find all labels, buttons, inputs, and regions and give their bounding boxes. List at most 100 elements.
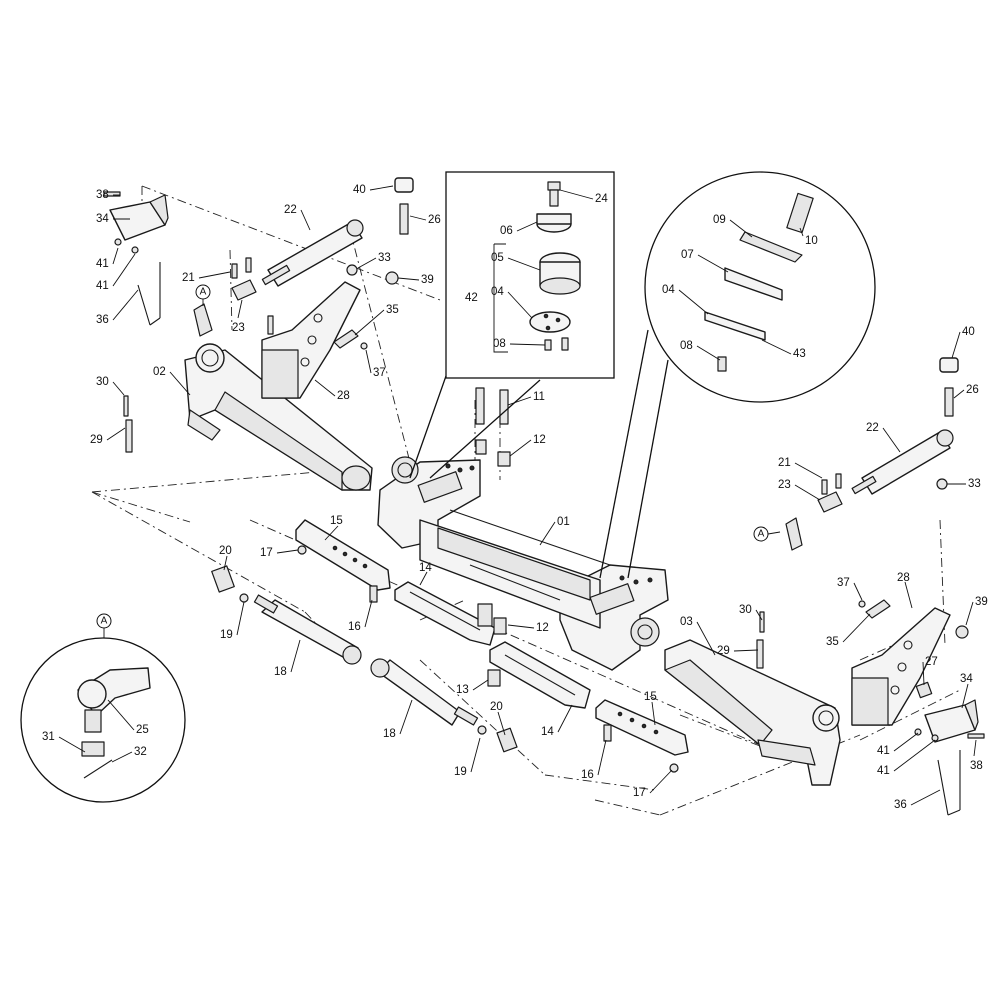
tie-rod-15-lower [595, 699, 689, 756]
part-label-p19a: 19 [220, 629, 233, 641]
leader-line-p41b [112, 253, 136, 287]
hydraulic-cylinder-18-lower [370, 658, 479, 726]
leader-line-p04b [678, 289, 709, 315]
part-label-p30b: 30 [739, 604, 752, 616]
leader-line-p20b [497, 711, 506, 736]
part-label-p41b: 41 [96, 280, 109, 292]
leader-line-p17b [649, 769, 673, 794]
leader-line-p04a [507, 291, 533, 319]
u-bolt-36-left [137, 262, 161, 326]
leader-line-p41d [893, 739, 936, 772]
leader-line-p23b [794, 484, 821, 501]
part-label-p34b: 34 [960, 673, 973, 685]
leader-line-p17a [276, 549, 299, 554]
link-arm-14-lower [489, 641, 591, 709]
part-label-p40b: 40 [962, 326, 975, 338]
part-label-p17a: 17 [260, 547, 273, 559]
part-label-p11: 11 [533, 391, 545, 403]
axle-beam-01 [377, 456, 669, 671]
part-label-p35a: 35 [386, 304, 399, 316]
leader-line-p06 [516, 221, 538, 232]
leader-line-p30b [755, 609, 763, 621]
part-label-p36b: 36 [894, 799, 907, 811]
part-label-p37a: 37 [373, 367, 386, 379]
part-label-p05: 05 [491, 252, 504, 264]
part-label-p32: 32 [134, 746, 147, 758]
pivot-mount-detail-box [409, 171, 615, 479]
part-label-p43: 43 [793, 348, 806, 360]
leader-line-p36a [112, 289, 139, 321]
part-label-p21b: 21 [778, 457, 791, 469]
part-label-p40a: 40 [353, 184, 366, 196]
leader-line-p40a [369, 185, 394, 191]
part-label-p20b: 20 [490, 701, 503, 713]
part-label-p07: 07 [681, 249, 694, 261]
part-number-labels: 3834414136222123402633393537280230292406… [42, 184, 988, 811]
callout-a-right: A [753, 526, 781, 542]
part-label-p22b: 22 [866, 422, 879, 434]
part-label-p20a: 20 [219, 545, 232, 557]
leader-line-p14a [419, 571, 428, 586]
leader-line-p10 [799, 227, 804, 237]
part-label-p08a: 08 [493, 338, 506, 350]
leader-line-p34b [961, 683, 969, 709]
leader-line-p08b [696, 345, 721, 361]
part-label-p39a: 39 [421, 274, 434, 286]
part-label-p15b: 15 [644, 691, 657, 703]
leader-line-p13 [472, 679, 489, 691]
part-label-p29a: 29 [90, 434, 103, 446]
leader-line-p39a [397, 277, 420, 281]
leader-line-p28a [314, 379, 336, 397]
leader-line-p16a [364, 599, 373, 628]
part-label-p39b: 39 [975, 596, 988, 608]
part-label-p13: 13 [456, 684, 469, 696]
leader-line-p19a [236, 601, 245, 636]
part-label-p18a: 18 [274, 666, 287, 678]
part-label-p22a: 22 [284, 204, 297, 216]
leader-line-p18b [399, 699, 413, 735]
part-label-p41d: 41 [877, 765, 890, 777]
mounting-bracket-34-left [109, 194, 169, 241]
callout-a-detail: A [96, 613, 112, 638]
leader-line-p24 [559, 189, 594, 200]
leader-line-p25 [107, 699, 135, 731]
leader-line-p32 [111, 751, 133, 763]
part-label-p23a: 23 [232, 322, 245, 334]
part-label-p38a: 38 [96, 189, 109, 201]
mounting-bracket-34-right [924, 699, 979, 743]
part-label-p30a: 30 [96, 376, 109, 388]
part-label-p02: 02 [153, 366, 166, 378]
part-label-p19b: 19 [454, 766, 467, 778]
part-label-p31: 31 [42, 731, 55, 743]
leader-line-p21b [794, 462, 823, 479]
part-label-p28b: 28 [897, 572, 910, 584]
part-label-p03: 03 [680, 616, 693, 628]
leader-line-p15b [651, 701, 656, 726]
link-arm-14-upper [394, 581, 496, 646]
leader-line-p39b [965, 601, 974, 626]
part-label-p26b: 26 [966, 384, 979, 396]
leader-line-p43 [761, 339, 792, 355]
leader-line-p22b [882, 427, 901, 453]
part-label-p35b: 35 [826, 636, 839, 648]
part-label-p29b: 29 [717, 645, 730, 657]
steering-cylinder-22-right [851, 429, 954, 495]
leader-line-p38b [973, 739, 977, 757]
leader-line-p35a [354, 309, 385, 336]
axle-arm-02 [184, 343, 373, 491]
leader-line-p28b [904, 581, 913, 609]
part-label-p26a: 26 [428, 214, 441, 226]
part-label-p28a: 28 [337, 390, 350, 402]
leader-line-p01 [539, 521, 556, 546]
leader-line-p23a [237, 299, 243, 319]
leader-line-p07 [697, 254, 729, 273]
steering-cylinder-22-left [261, 219, 364, 287]
leader-line-p40b [951, 331, 961, 359]
leader-line-p18a [290, 639, 301, 673]
part-label-p27: 27 [925, 656, 938, 668]
leader-line-p26b [953, 389, 965, 399]
part-label-p37b: 37 [837, 577, 850, 589]
leader-line-p26a [409, 215, 427, 221]
part-label-p21a: 21 [182, 272, 195, 284]
